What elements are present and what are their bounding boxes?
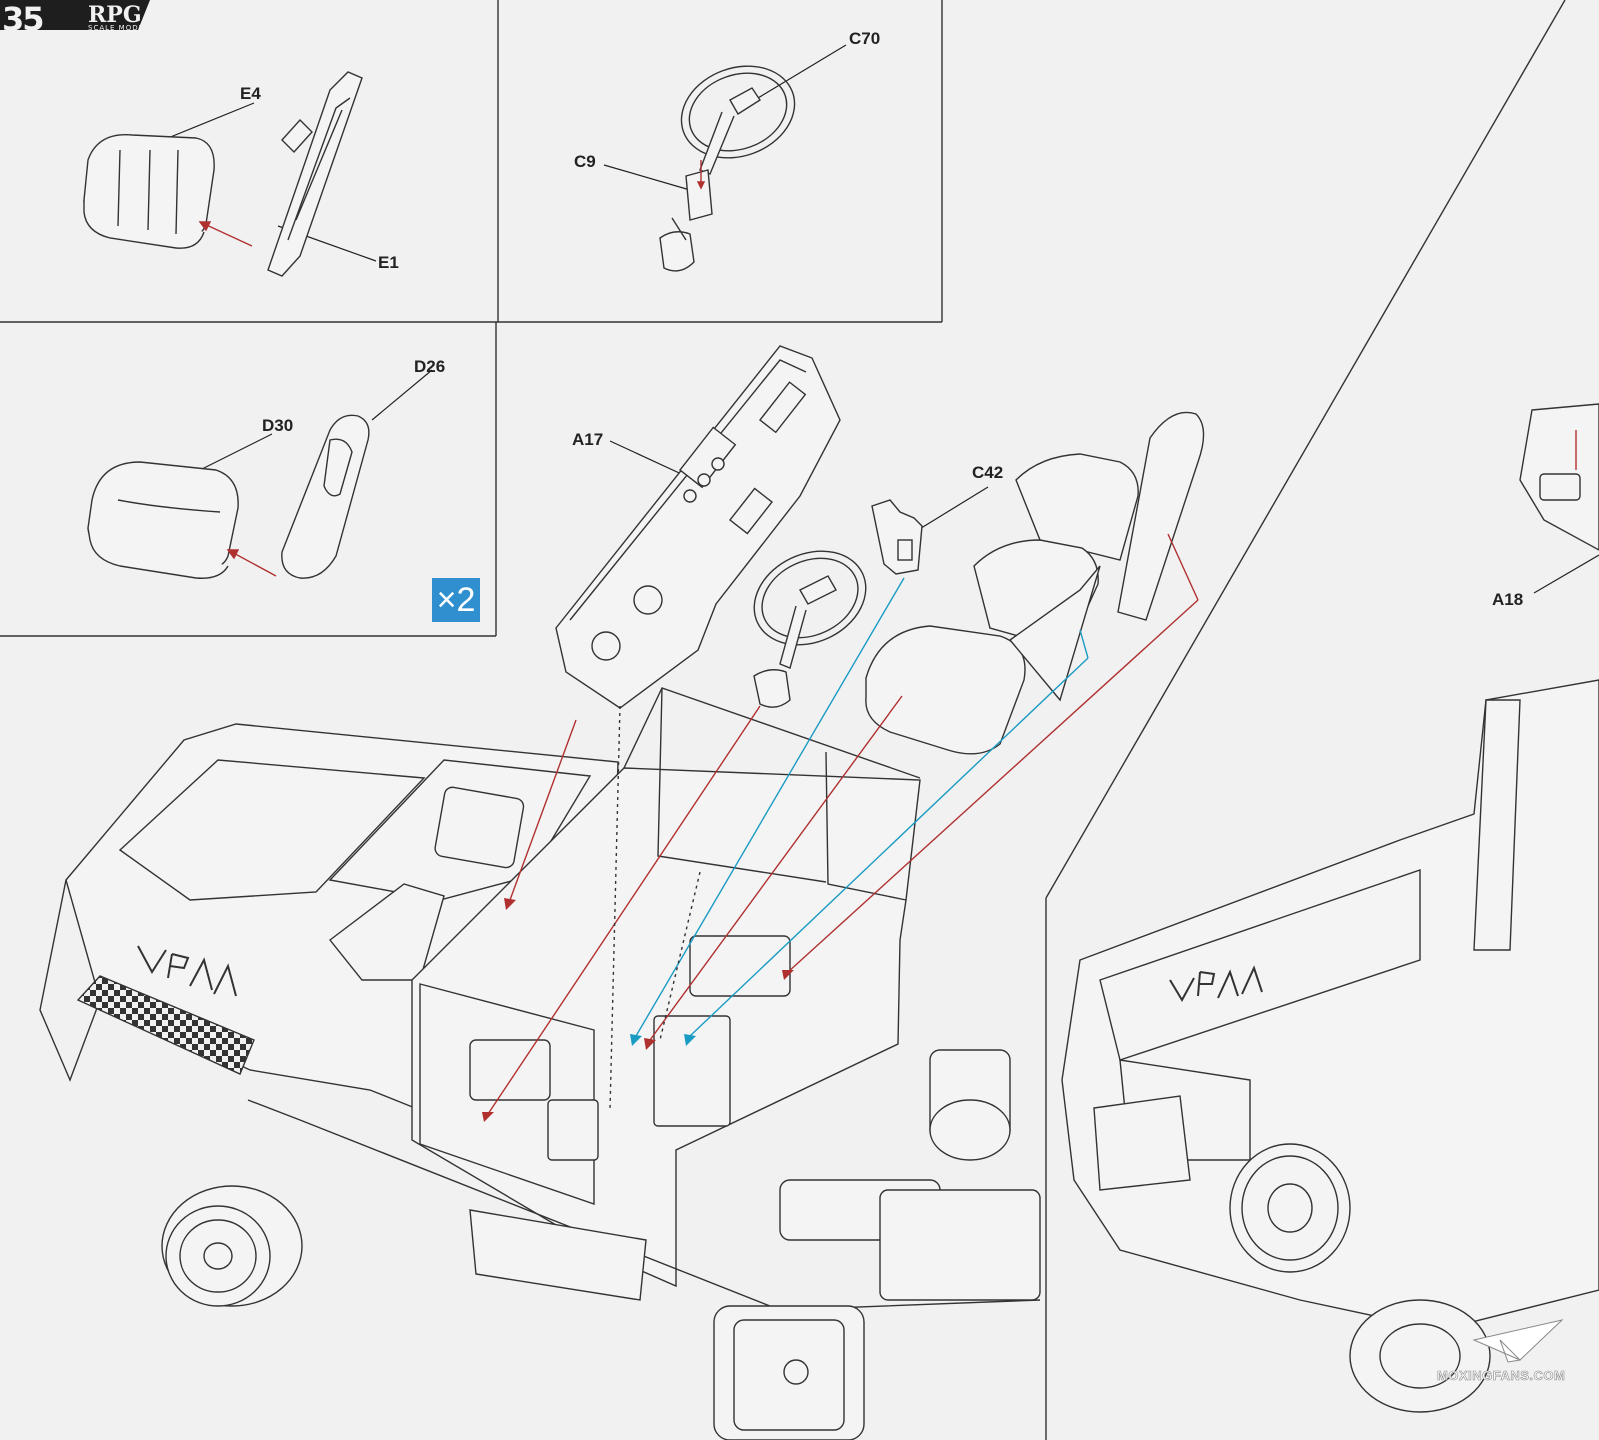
steering-c70-c9 bbox=[659, 65, 796, 272]
hull-main bbox=[39, 687, 1041, 1440]
label-e1: E1 bbox=[378, 253, 399, 272]
seat-e4-e1 bbox=[83, 71, 363, 277]
label-d30: D30 bbox=[262, 416, 294, 435]
step-number: 35 bbox=[2, 0, 45, 38]
label-a17: A17 bbox=[572, 430, 604, 449]
label-c9: C9 bbox=[574, 152, 596, 171]
seats-main bbox=[865, 411, 1205, 755]
part-c42 bbox=[871, 499, 923, 575]
step-badge: 35 RPG SCALE MODEL bbox=[0, 0, 150, 38]
label-e4: E4 bbox=[240, 84, 261, 103]
header-badge bbox=[0, 0, 150, 30]
panel-frames bbox=[0, 0, 1566, 1440]
brand-subtitle: SCALE MODEL bbox=[88, 24, 149, 32]
hull-right bbox=[1061, 403, 1599, 1413]
dashboard-a17 bbox=[555, 345, 841, 709]
seat-d30-d26 bbox=[87, 414, 370, 579]
arrow-heads bbox=[482, 898, 794, 1122]
watermark-logo bbox=[1472, 1319, 1564, 1363]
hull-right-logo bbox=[1169, 965, 1263, 1003]
watermark-text: MOXINGFANS.COM bbox=[1437, 1368, 1566, 1384]
quantity-badge: ×2 bbox=[432, 578, 480, 622]
label-a18: A18 bbox=[1492, 590, 1524, 609]
label-c70: C70 bbox=[849, 29, 881, 48]
front-wheel bbox=[161, 1185, 303, 1307]
label-c42: C42 bbox=[972, 463, 1004, 482]
leader-lines bbox=[167, 44, 1599, 594]
label-d26: D26 bbox=[414, 357, 446, 376]
assembly-arrows bbox=[487, 533, 1199, 1115]
steering-main bbox=[753, 550, 867, 708]
hull-logo bbox=[137, 945, 237, 997]
brand-name: RPG bbox=[88, 2, 142, 28]
